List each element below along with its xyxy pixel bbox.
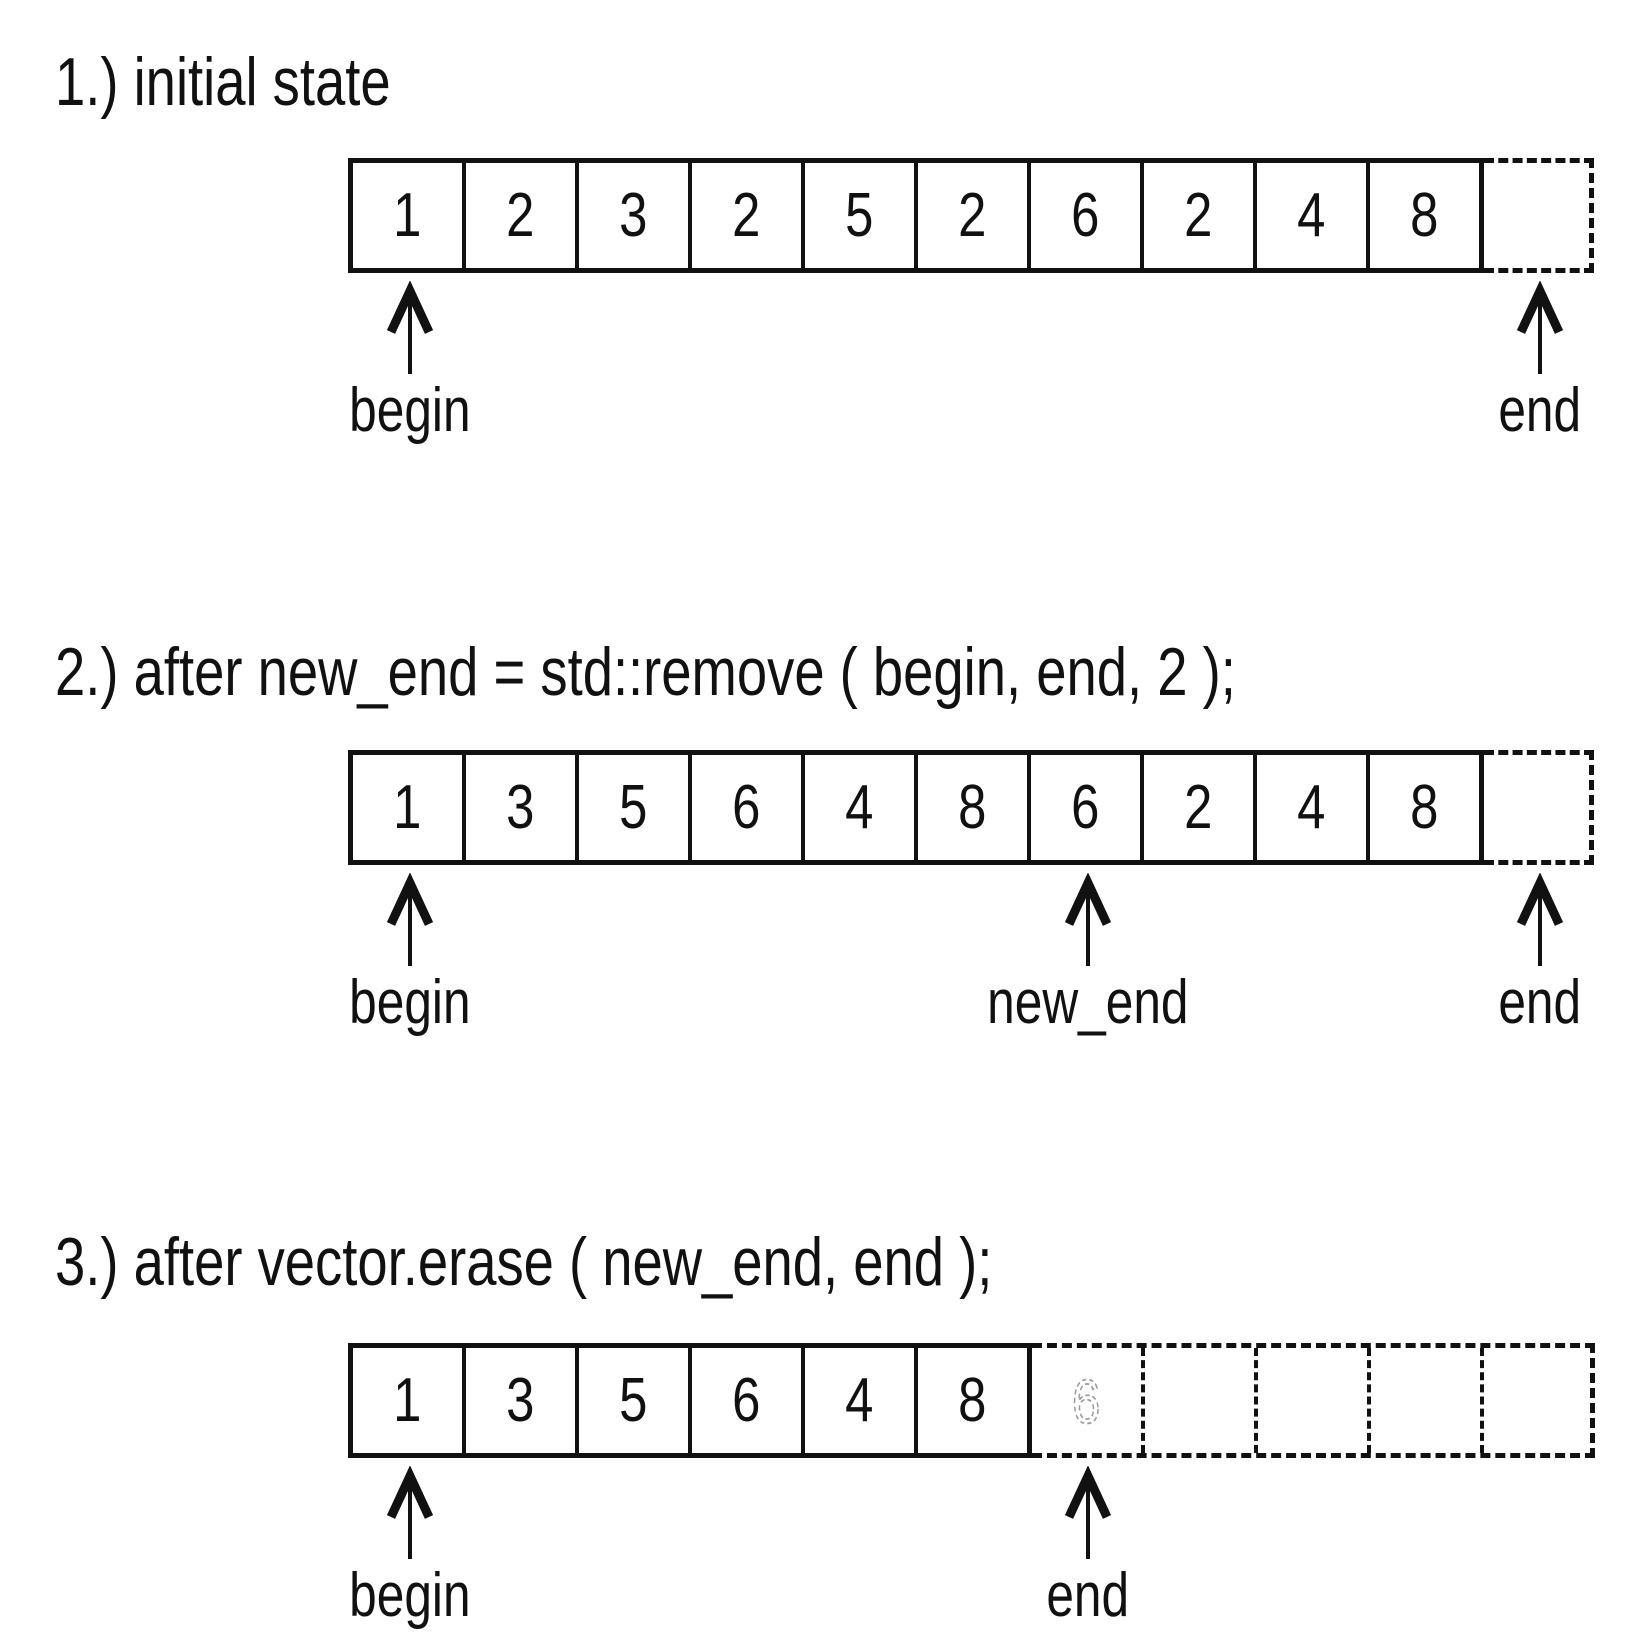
up-arrow-icon [1516,281,1564,374]
array-cell: 5 [579,1348,692,1453]
up-arrow-icon [386,873,434,966]
cell-value: 2 [958,180,987,250]
iterator-pointer-begin: begin [280,1466,540,1630]
section-title-text: 3.) after vector.erase ( new_end, end ); [55,1224,993,1300]
array-cell: 8 [918,755,1031,860]
array-solid-cells: 1 2 3 2 5 2 6 2 4 8 [348,158,1484,273]
array-cell: 1 [353,1348,466,1453]
up-arrow-icon [1064,873,1112,966]
cell-value: 4 [1297,772,1326,842]
cell-value: 6 [732,1365,761,1435]
erased-dashed-cell [1258,1348,1371,1453]
vector-array-after-erase: 1 3 5 6 4 8 6 [348,1343,1595,1458]
cell-value: 8 [958,1365,987,1435]
pointer-label: begin [349,1561,471,1630]
array-cell: 2 [1144,755,1257,860]
array-cell: 4 [805,1348,918,1453]
ghost-value-graphic: 6 [1071,1368,1101,1439]
array-cell: 1 [353,163,466,268]
cell-value: 8 [958,772,987,842]
array-solid-cells: 1 3 5 6 4 8 6 2 4 8 [348,750,1484,865]
pointer-label: end [1498,376,1582,445]
erased-dashed-cell [1371,1348,1484,1453]
cell-value: 3 [619,180,648,250]
array-cell: 2 [692,163,805,268]
array-cell: 4 [1257,755,1370,860]
erased-dashed-cell [1484,1348,1590,1453]
up-arrow-icon [1064,1466,1112,1559]
cell-value: 2 [732,180,761,250]
cell-value: 6 [1071,180,1100,250]
up-arrow-icon [1516,873,1564,966]
cell-value: 3 [506,772,535,842]
array-cell: 2 [918,163,1031,268]
cell-value: 8 [1410,772,1439,842]
array-cell: 2 [1144,163,1257,268]
cell-value: 5 [845,180,874,250]
cell-value: 8 [1410,180,1439,250]
section-1-title: 1.) initial state [55,48,475,116]
pointer-label: end [1046,1561,1130,1630]
array-cell: 5 [579,755,692,860]
cell-value: 4 [1297,180,1326,250]
iterator-pointer-end: end [1410,281,1642,445]
array-cell: 8 [918,1348,1027,1453]
section-title-text: 2.) after new_end = std::remove ( begin,… [55,634,1236,710]
array-cell: 8 [1370,755,1479,860]
array-cell: 8 [1370,163,1479,268]
section-3-title: 3.) after vector.erase ( new_end, end ); [55,1228,1227,1296]
array-cell: 4 [805,755,918,860]
pointer-label: new_end [987,968,1189,1037]
array-cell: 3 [579,163,692,268]
iterator-pointer-begin: begin [280,873,540,1037]
array-cell: 3 [466,755,579,860]
cell-value: 4 [845,772,874,842]
cell-value: 5 [619,1365,648,1435]
array-cell: 6 [692,755,805,860]
erased-dashed-cell: 6 [1032,1348,1145,1453]
pointer-label: end [1498,968,1582,1037]
cell-value: 5 [619,772,648,842]
array-cell: 5 [805,163,918,268]
vector-array-after-remove: 1 3 5 6 4 8 6 2 4 8 [348,750,1594,865]
pointer-label: begin [349,968,471,1037]
pointer-label: begin [349,376,471,445]
cell-value: 2 [1184,772,1213,842]
up-arrow-icon [386,1466,434,1559]
cell-value: 2 [1184,180,1213,250]
iterator-pointer-new_end: new_end [958,873,1218,1037]
array-cell: 6 [1031,163,1144,268]
cell-value: 6 [1071,772,1100,842]
cell-value: 1 [393,1365,422,1435]
cell-value: 2 [506,180,535,250]
array-solid-cells: 1 3 5 6 4 8 [348,1343,1032,1458]
erased-dashed-region: 6 [1032,1343,1595,1458]
ghost-value: 6 [1072,1368,1100,1437]
array-cell: 6 [692,1348,805,1453]
past-the-end-dashed-cell [1484,158,1594,273]
vector-array-initial: 1 2 3 2 5 2 6 2 4 8 [348,158,1594,273]
array-cell: 1 [353,755,466,860]
cell-value: 3 [506,1365,535,1435]
cell-value: 4 [845,1365,874,1435]
section-2-title: 2.) after new_end = std::remove ( begin,… [55,638,1531,706]
array-cell: 3 [466,1348,579,1453]
past-the-end-dashed-cell [1484,750,1594,865]
erased-dashed-cell [1145,1348,1258,1453]
iterator-pointer-begin: begin [280,281,540,445]
section-title-text: 1.) initial state [55,44,391,120]
array-cell: 6 [1031,755,1144,860]
array-cell: 4 [1257,163,1370,268]
up-arrow-icon [386,281,434,374]
cell-value: 1 [393,772,422,842]
cell-value: 6 [732,772,761,842]
cell-value: 1 [393,180,422,250]
array-cell: 2 [466,163,579,268]
iterator-pointer-end: end [958,1466,1218,1630]
iterator-pointer-end: end [1410,873,1642,1037]
